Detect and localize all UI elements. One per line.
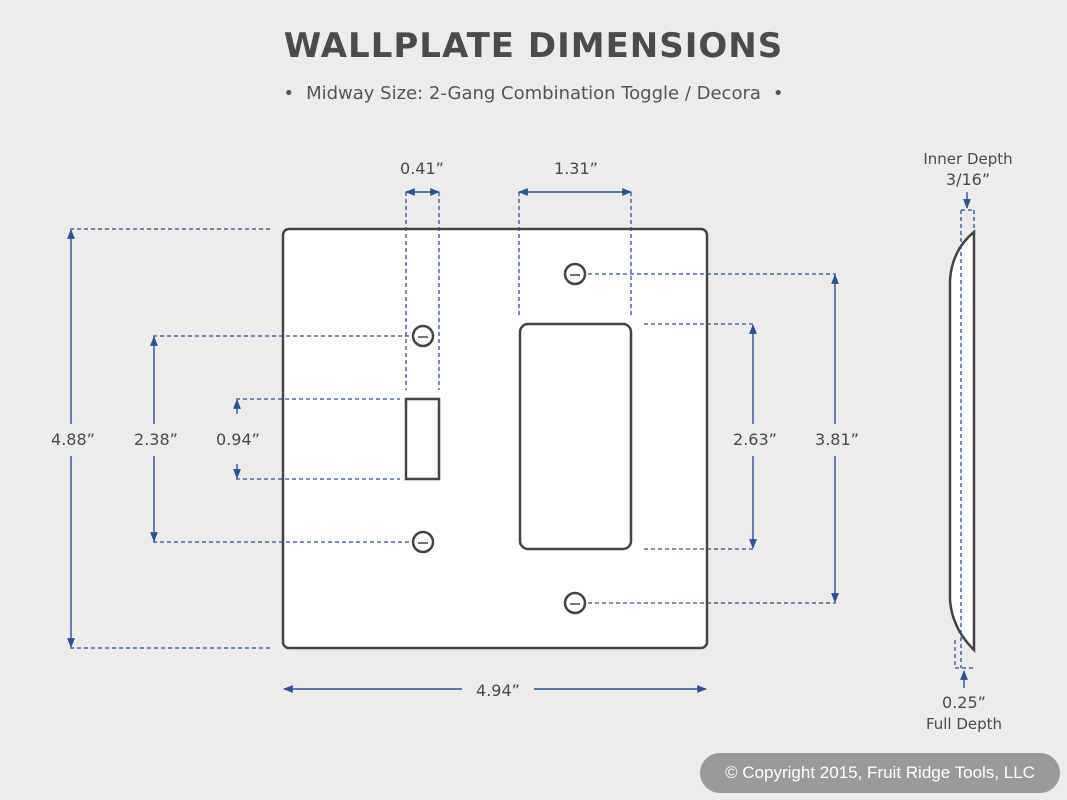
side-depth-lines — [954, 209, 975, 669]
screw-hole-toggle-bottom — [411, 530, 435, 554]
page-subtitle: • Midway Size: 2-Gang Combination Toggle … — [0, 83, 1067, 104]
plate-width-label: 4.94” — [476, 681, 520, 700]
toggle-opening — [404, 397, 441, 481]
screw-hole-decora-bottom — [563, 591, 587, 615]
bullet-left: • — [283, 83, 295, 104]
dimension-arrows — [67, 188, 839, 693]
copyright-badge: © Copyright 2015, Fruit Ridge Tools, LLC — [700, 753, 1060, 793]
wallplate-side-profile — [948, 229, 976, 654]
subtitle-text: Midway Size: 2-Gang Combination Toggle /… — [306, 83, 761, 104]
decora-opening-height-label: 2.63” — [733, 430, 777, 449]
inner-depth-label: Inner Depth — [923, 150, 1012, 168]
screw-hole-toggle-top — [411, 324, 435, 348]
bullet-right: • — [772, 83, 784, 104]
plate-height-label: 4.88” — [51, 430, 95, 449]
full-depth-value: 0.25” — [942, 693, 986, 712]
toggle-opening-width-label: 0.41” — [400, 159, 444, 178]
page-title: WALLPLATE DIMENSIONS — [283, 26, 784, 66]
toggle-screw-spacing-label: 2.38” — [134, 430, 178, 449]
decora-screw-spacing-label: 3.81” — [815, 430, 859, 449]
full-depth-label: Full Depth — [926, 715, 1002, 733]
wallplate-outline — [281, 227, 709, 650]
inner-depth-value: 3/16” — [946, 170, 990, 189]
screw-hole-decora-top — [563, 262, 587, 286]
extension-lines — [70, 192, 836, 649]
side-depth-arrows — [960, 192, 971, 688]
decora-opening-width-label: 1.31” — [554, 159, 598, 178]
toggle-opening-height-label: 0.94” — [216, 430, 260, 449]
decora-opening — [518, 322, 633, 551]
